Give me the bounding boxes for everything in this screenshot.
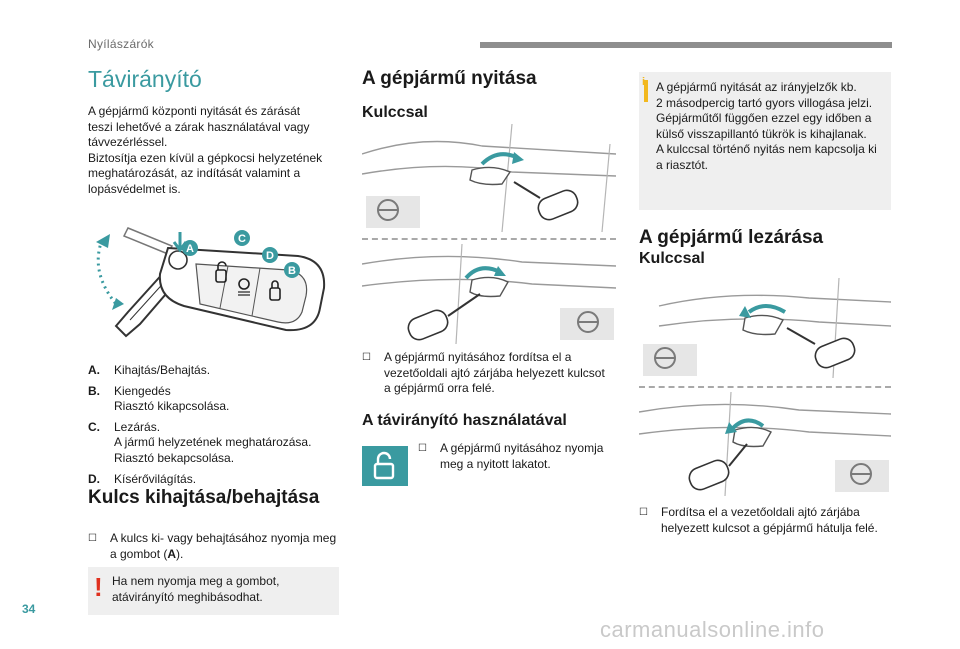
warning-text: Ha nem nyomja meg a gombot, atávirányító… [112,574,280,604]
door-unlock-illustration-1 [362,124,616,232]
key-remote-icon [786,327,856,369]
watermark: carmanualsonline.info [600,617,825,642]
warning-icon: ! [94,572,103,602]
bullet-icon: ☐ [639,507,648,518]
lock-heading: A gépjármű lezárása [639,227,824,248]
unlock-padlock-tile [362,446,408,486]
door-handle-icon [469,166,512,186]
door-unlock-illustration-2 [362,244,616,344]
svg-text:B: B [288,265,296,277]
bullet-icon: ☐ [362,352,371,363]
section-label: Nyílászárók [88,37,154,51]
legend-item: C. Lezárás. A jármű helyzetének meghatár… [88,419,312,465]
intro-paragraph: A gépjármű központi nyitását és zárását … [88,104,348,198]
callout-a: A [182,240,198,256]
bullet-icon: ☐ [88,533,97,544]
turn-arrow-icon [464,266,501,280]
button-legend: A. Kihajtás/Behajtás. B. Kiengedés Riasz… [88,363,343,492]
warning-box [88,567,339,615]
turn-arrow-icon [731,418,765,430]
svg-text:C: C [238,233,246,245]
callout-d: D [262,247,278,263]
door-handle-icon [742,314,784,336]
rotate-arrow-icon [96,239,118,305]
divider [362,238,616,240]
intro-line: meghatározását, az indítását valamint a [88,166,301,181]
turn-arrow-icon [747,304,787,314]
legend-item: D. Kísérővilágítás. [88,471,197,486]
svg-text:D: D [266,250,274,262]
steering-wheel-icon [366,196,420,228]
steering-wheel-icon [835,460,889,492]
unlock-heading: A gépjármű nyitása [362,68,537,89]
legend-item: A. Kihajtás/Behajtás. [88,363,211,377]
page-number: 34 [22,602,36,616]
info-text: A gépjármű nyitását az irányjelzők kb. 2… [656,80,877,172]
open-padlock-icon [373,451,395,480]
door-handle-icon [732,426,772,448]
door-lock-illustration-1 [643,278,891,378]
intro-line: Biztosítja ezen kívül a gépkocsi helyzet… [88,150,323,165]
intro-line: lopásvédelmet is. [88,181,181,196]
intro-line: távvezérléssel. [88,135,168,150]
key-remote-icon [513,181,579,221]
fold-heading: Kulcs kihajtása/behajtása [88,487,320,508]
unlock-key-instruction: ☐ A gépjármű nyitásához fordítsa el a ve… [362,350,605,396]
info-icon-bar [644,80,648,102]
key-remote-icon [407,293,481,341]
remote-subheading: A távirányító használatával [362,412,567,429]
light-button-icon [238,278,250,296]
page-title: Távirányító [88,66,202,92]
door-lock-illustration-2 [639,392,891,496]
key-remote-icon [688,443,748,491]
legend-item: B. Kiengedés Riasztó kikapcsolása. [88,383,230,414]
svg-text:A: A [186,243,194,255]
fold-button-icon [168,250,188,270]
unlock-button-icon [215,261,227,283]
steering-wheel-icon [643,344,697,376]
unlock-remote-instruction: ☐ A gépjármű nyitásához nyomja meg a nyi… [418,441,604,471]
callout-c: C [234,230,250,246]
fold-instruction: ☐ A kulcs ki- vagy behajtásához nyomja m… [88,531,337,561]
unlock-key-subheading: Kulccsal [362,104,428,121]
lock-button-icon [269,280,281,301]
bullet-icon: ☐ [418,443,427,454]
divider [639,386,891,388]
header-rule [480,42,892,48]
info-box [639,72,891,210]
steering-wheel-icon [560,308,614,340]
intro-line: teszi lehetővé a zárak használatával vag… [88,119,310,134]
key-fob-illustration: A C D B [88,208,340,358]
lock-key-subheading: Kulccsal [639,250,705,267]
callout-b: B [284,262,300,278]
lock-key-instruction: ☐ Fordítsa el a vezetőoldali ajtó zárjáb… [639,505,878,535]
door-handle-icon [469,276,509,298]
intro-line: A gépjármű központi nyitását és zárását [88,104,301,118]
info-icon: i [642,76,646,88]
